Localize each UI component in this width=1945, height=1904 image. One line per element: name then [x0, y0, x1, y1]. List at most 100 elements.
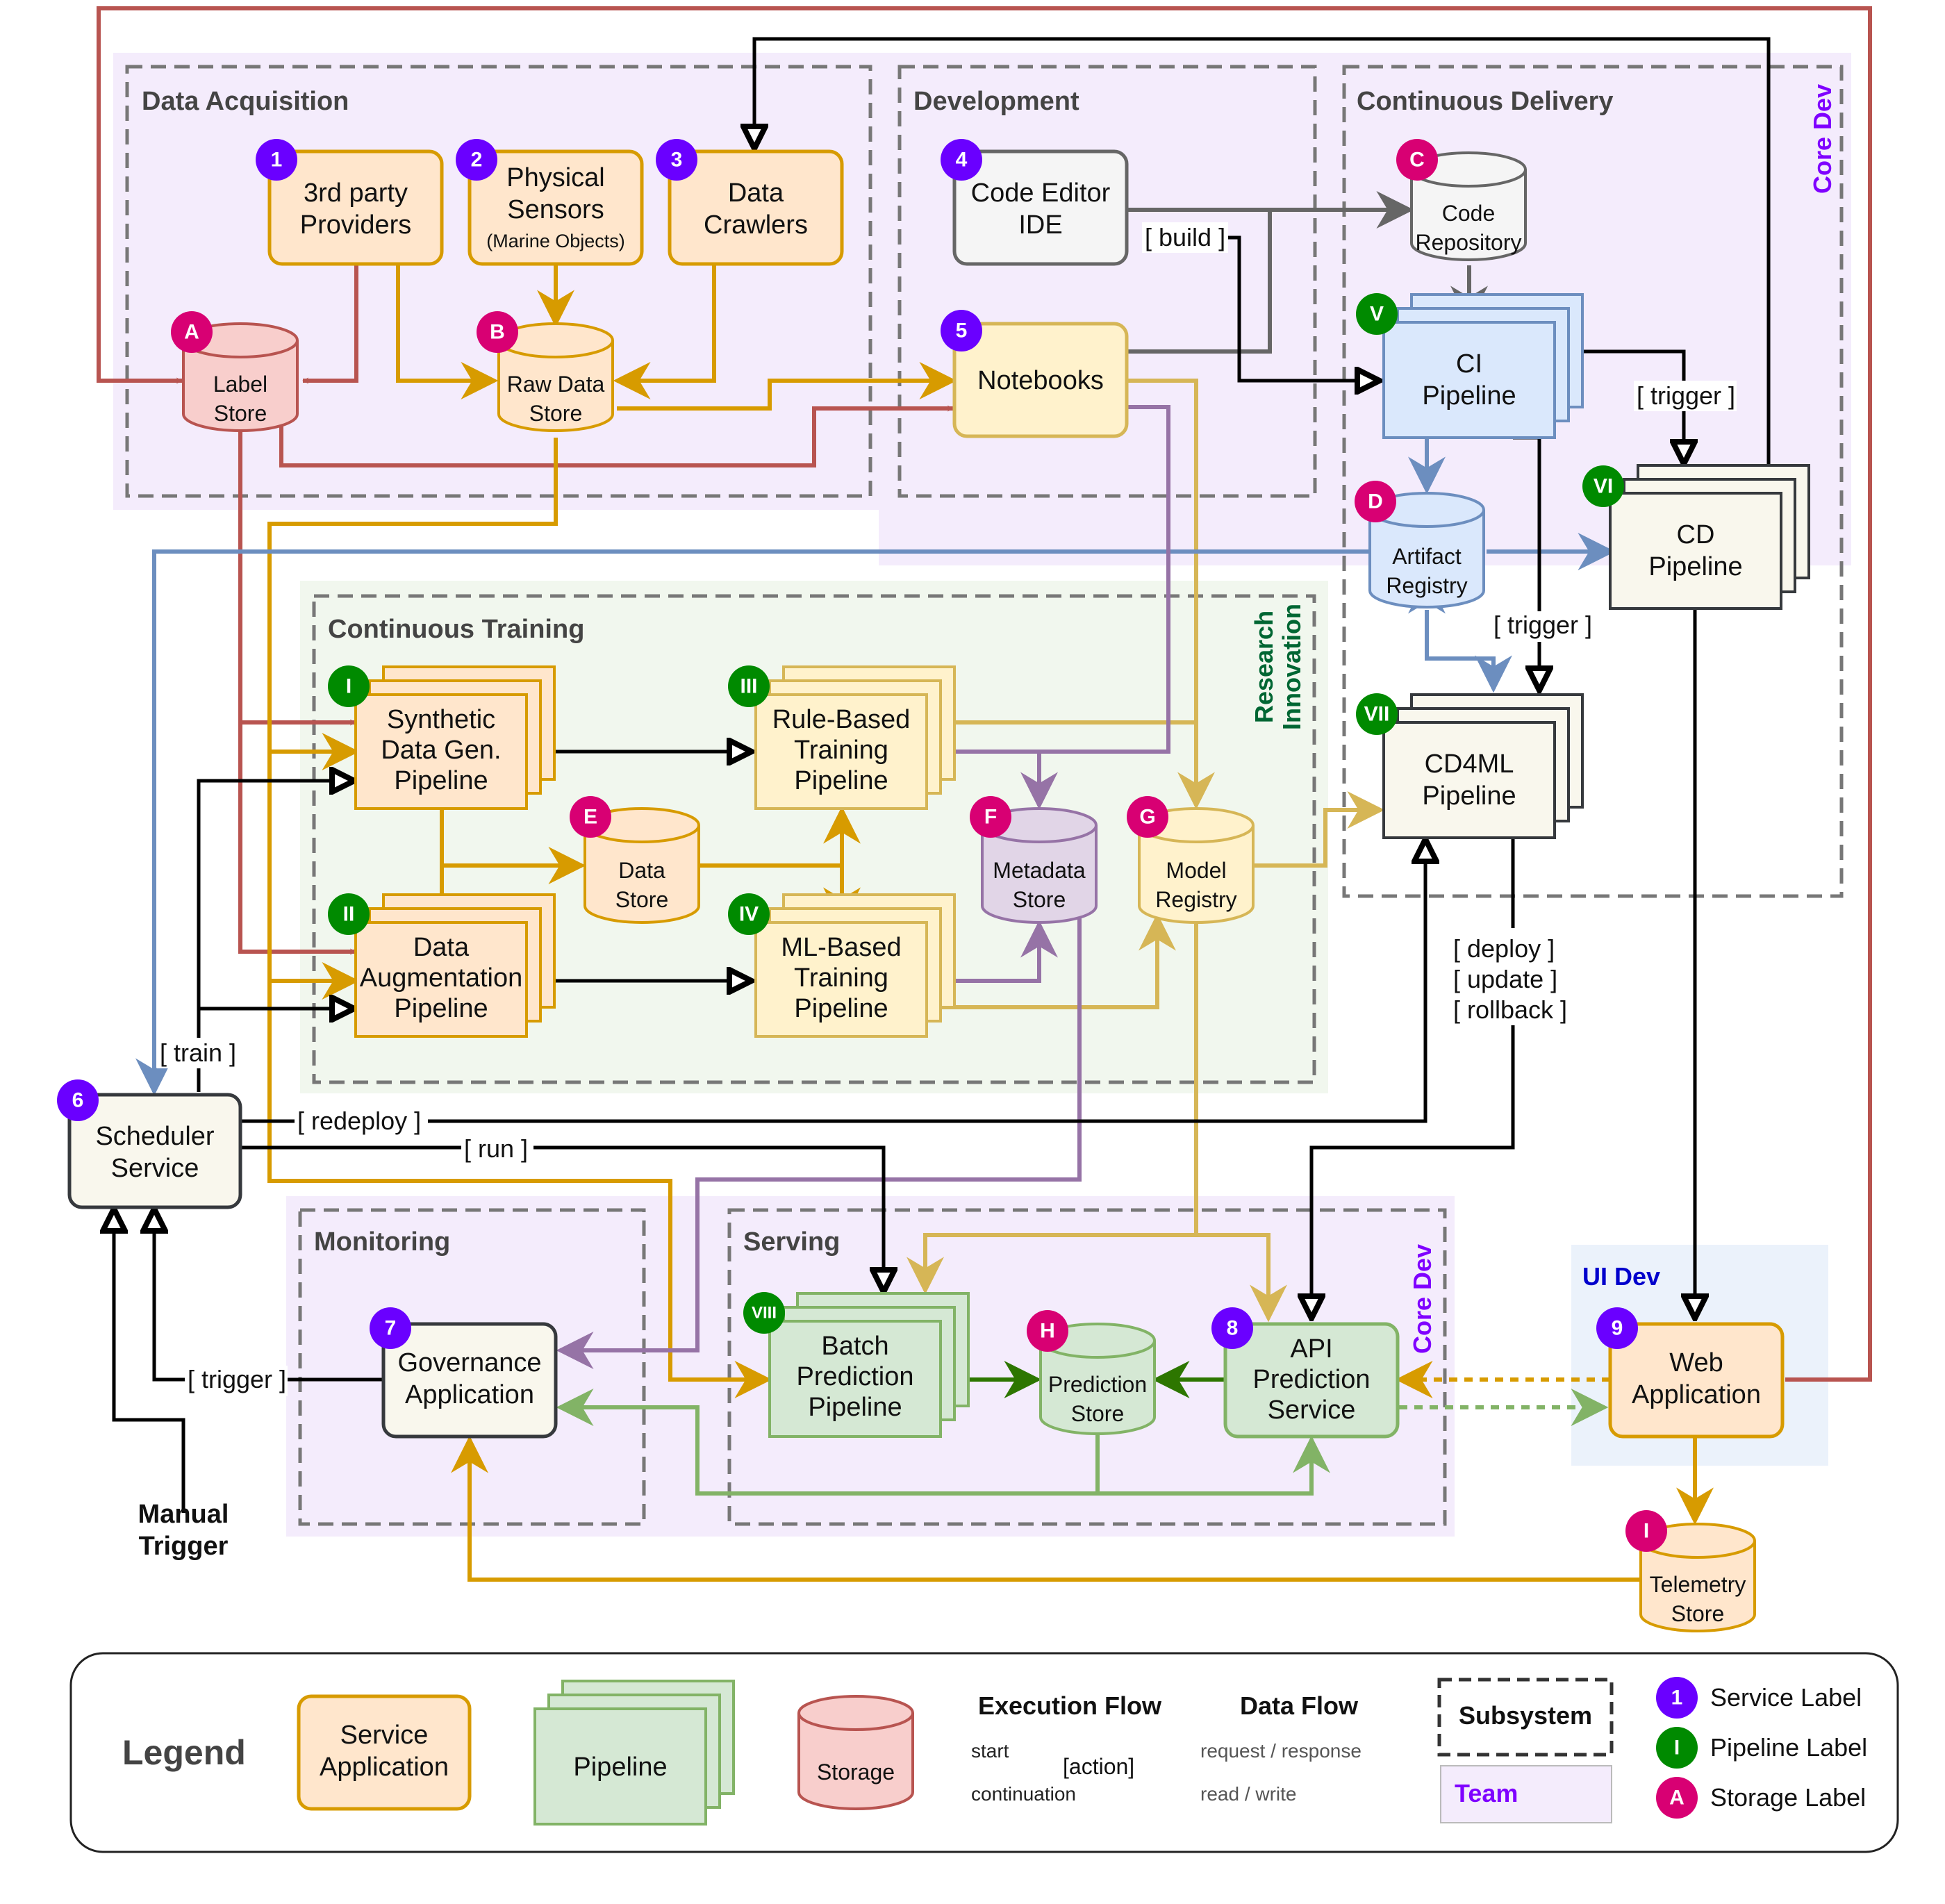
storage-telemetry-store: Telemetry Store — [1639, 1523, 1756, 1632]
legend-subsystem-swatch — [1437, 1678, 1614, 1757]
svg-text:VIII: VIII — [752, 1304, 777, 1323]
svg-text:III: III — [740, 675, 757, 698]
storage-label-line: Label — [213, 372, 267, 397]
pipeline-synthetic-data-gen: Synthetic Data Gen. Pipeline — [354, 665, 556, 810]
badge-pipeline-IV: IV — [728, 893, 770, 935]
edge-scheduler-run — [240, 1145, 884, 1292]
badge-storage-H: H — [1027, 1310, 1068, 1352]
legend-team-swatch — [1440, 1765, 1612, 1823]
legend-service-label-text: Service Label — [1710, 1683, 1862, 1712]
team-area-top-left — [113, 53, 879, 510]
service-label-line: Sensors — [507, 195, 604, 224]
edge-scheduler-train-to-p1 — [197, 781, 354, 1092]
pipeline-label-line: Pipeline — [808, 1393, 902, 1422]
badge-service-3: 3 — [656, 139, 697, 181]
svg-text:9: 9 — [1612, 1317, 1623, 1340]
badge-service-4: 4 — [941, 139, 982, 181]
storage-code-repository: Code Repository — [1410, 151, 1527, 261]
svg-text:I: I — [1644, 1520, 1649, 1543]
pipeline-label-line: CD — [1677, 520, 1715, 549]
storage-label-line: Registry — [1155, 887, 1236, 912]
svg-text:5: 5 — [956, 320, 968, 342]
edge-s3-to-raw-store — [613, 265, 716, 399]
storage-label-line: Store — [1071, 1401, 1124, 1426]
legend-title: Legend — [122, 1733, 246, 1772]
pipeline-label-line: CI — [1456, 349, 1482, 379]
svg-text:6: 6 — [72, 1089, 84, 1112]
service-physical-sensors: Physical Sensors (Marine Objects) — [467, 149, 644, 266]
action-label-deploy: [ deploy ] — [1453, 934, 1555, 963]
pipeline-label-line: Training — [794, 736, 888, 765]
service-api-prediction: API Prediction Service — [1223, 1322, 1400, 1439]
pipeline-label-line: Pipeline — [1422, 781, 1516, 811]
edge-label-store-to-notebooks — [279, 405, 954, 467]
team-label-research: Research — [1250, 611, 1278, 723]
svg-text:4: 4 — [956, 149, 968, 172]
legend-pipeline-swatch — [533, 1680, 735, 1826]
badge-service-7: 7 — [370, 1307, 411, 1349]
pipeline-label-line: Data — [413, 933, 470, 962]
edge-telemetry-to-governance — [451, 1435, 1639, 1582]
legend-badge-service: 1 — [1656, 1677, 1698, 1719]
action-label-trigger-governance: [ trigger ] — [188, 1365, 286, 1393]
action-label-rollback: [ rollback ] — [1453, 995, 1567, 1024]
svg-text:I: I — [1674, 1737, 1680, 1760]
svg-text:IV: IV — [739, 903, 759, 926]
legend-badge-pipeline: I — [1656, 1727, 1698, 1769]
service-label-line: Service — [1268, 1396, 1356, 1425]
action-label-run: [ run ] — [464, 1134, 528, 1163]
svg-text:VI: VI — [1594, 475, 1613, 498]
service-label-line: Crawlers — [704, 210, 808, 240]
edge-notebooks-to-metadata — [1039, 405, 1170, 754]
pipeline-rule-based-training: Rule-Based Training Pipeline — [754, 665, 956, 810]
storage-model-registry: Model Registry — [1138, 807, 1255, 924]
storage-label-line: Store — [615, 887, 668, 912]
badge-pipeline-VII: VII — [1356, 693, 1398, 735]
pipeline-label-line: Data Gen. — [381, 736, 501, 765]
edge-raw-store-to-p1 — [267, 438, 558, 770]
legend-storage-swatch — [797, 1695, 914, 1810]
team-label-core-dev-top: Core Dev — [1808, 84, 1837, 194]
storage-label-line: Code — [1442, 201, 1496, 226]
pipeline-label-line: Pipeline — [794, 994, 888, 1023]
pipeline-label-line: Pipeline — [394, 766, 488, 795]
legend-continuation-label: continuation — [971, 1783, 1076, 1805]
edge-prediction-store-loop — [556, 1389, 1100, 1496]
subsystem-development — [897, 65, 1317, 498]
service-scheduler: Scheduler Service — [67, 1093, 242, 1209]
service-data-crawlers: Data Crawlers — [668, 149, 844, 266]
edge-notebooks-to-code-repo — [1127, 210, 1272, 354]
service-label-line: Physical — [506, 163, 605, 192]
service-3rd-party-providers: 3rd party Providers — [267, 149, 444, 266]
legend-service-line-1: Service — [340, 1721, 429, 1750]
subsystem-label-serving: Serving — [743, 1227, 840, 1257]
legend-service-swatch — [297, 1694, 472, 1811]
edge-scheduler-redeploy — [240, 839, 1425, 1123]
subsystem-label-monitoring: Monitoring — [314, 1227, 450, 1257]
svg-text:8: 8 — [1227, 1317, 1239, 1340]
storage-artifact-registry: Artifact Registry — [1368, 492, 1485, 609]
badge-service-9: 9 — [1596, 1307, 1638, 1349]
legend-read-write-label: read / write — [1200, 1783, 1297, 1805]
badge-storage-A: A — [171, 311, 213, 353]
edge-prediction-store-to-api — [1098, 1435, 1330, 1496]
service-sublabel: (Marine Objects) — [486, 231, 625, 251]
storage-label-line: Store — [529, 401, 582, 426]
edge-cd-to-data-crawlers — [754, 37, 1771, 465]
pipeline-cd4ml: CD4ML Pipeline — [1382, 693, 1584, 839]
badge-pipeline-VI: VI — [1582, 465, 1624, 507]
badge-storage-D: D — [1355, 481, 1396, 522]
storage-label-line: Raw Data — [507, 372, 605, 397]
action-label-train: [ train ] — [160, 1038, 236, 1067]
service-label-line: Application — [405, 1380, 534, 1409]
svg-text:C: C — [1409, 149, 1425, 172]
badge-service-2: 2 — [456, 139, 497, 181]
storage-label-line: Registry — [1386, 573, 1467, 598]
service-label-line: 3rd party — [304, 179, 408, 208]
badge-storage-C: C — [1396, 139, 1438, 181]
svg-text:D: D — [1368, 490, 1383, 513]
service-code-editor-ide: Code Editor IDE — [952, 149, 1129, 266]
badge-storage-G: G — [1127, 796, 1168, 838]
pipeline-label-line: Pipeline — [1648, 552, 1742, 581]
edge-label-store-to-p2 — [238, 722, 356, 955]
